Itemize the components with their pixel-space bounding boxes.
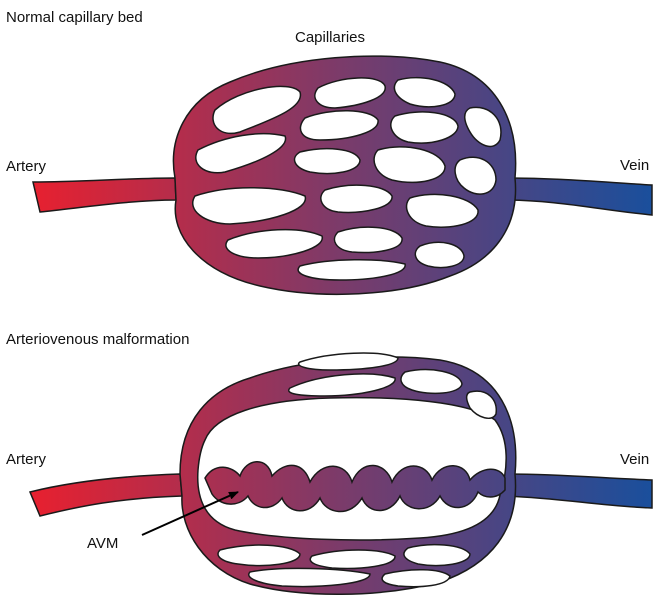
artery-vessel-top xyxy=(33,178,176,212)
vein-vessel-bottom xyxy=(505,474,652,508)
artery-vessel-bottom xyxy=(30,474,182,516)
normal-capillary-bed xyxy=(33,56,652,294)
avm-bottom-capillary-gaps xyxy=(218,545,470,587)
arteriovenous-malformation xyxy=(30,353,652,594)
vein-vessel-top xyxy=(500,178,652,215)
